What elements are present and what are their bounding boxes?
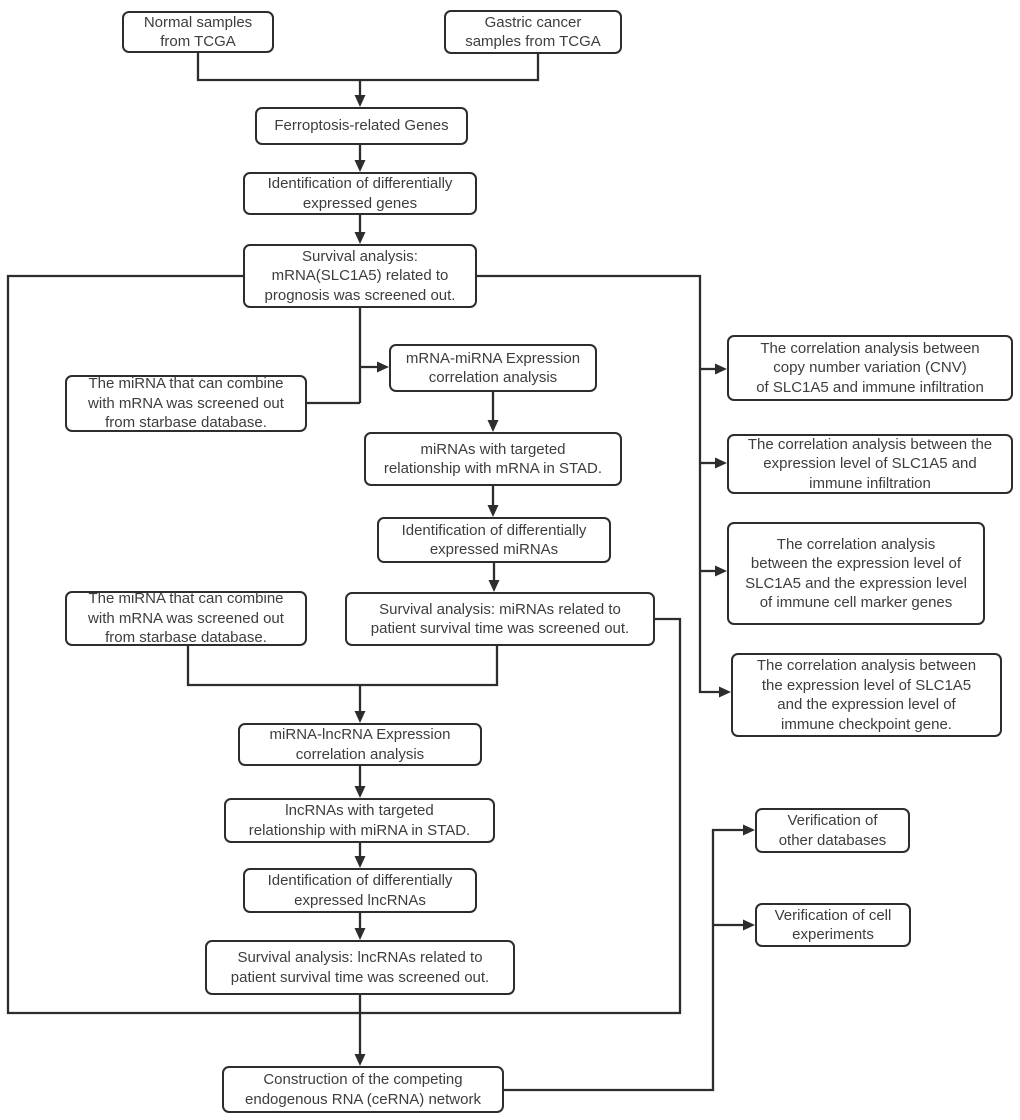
- arrowhead-survivalmrna: [354, 232, 366, 244]
- node-mirnas-stad: miRNAs with targeted relationship with m…: [364, 432, 622, 486]
- arrowhead-to-ferroptosis: [354, 95, 366, 107]
- node-lncrnas-stad: lncRNAs with targeted relationship with …: [224, 798, 495, 843]
- arrowhead-mirnasstad: [487, 420, 499, 432]
- arrowhead-lncrnasstad: [354, 786, 366, 798]
- node-survival-mirna: Survival analysis: miRNAs related to pat…: [345, 592, 655, 646]
- node-ident-genes: Identification of differentially express…: [243, 172, 477, 215]
- connector-verification-trunk: [504, 828, 743, 1092]
- node-corr-cnv: The correlation analysis between copy nu…: [727, 335, 1013, 401]
- node-verif-cell: Verification of cell experiments: [755, 903, 911, 947]
- node-ident-lncrnas: Identification of differentially express…: [243, 868, 477, 913]
- connector-feedback-loop: [6, 274, 682, 1015]
- arrowhead-identlncrnas: [354, 856, 366, 868]
- arrowhead-corr-checkpoint: [719, 686, 731, 698]
- arrowhead-corr-expr: [715, 457, 727, 469]
- node-mirna-lncrna: miRNA-lncRNA Expression correlation anal…: [238, 723, 482, 766]
- arrowhead-cerna: [354, 1054, 366, 1066]
- arrowhead-identgenes: [354, 160, 366, 172]
- arrowhead-mrnamirna: [377, 361, 389, 373]
- node-verif-db: Verification of other databases: [755, 808, 910, 853]
- arrowhead-verif-cell: [743, 919, 755, 931]
- arrowhead-survivalmirna: [488, 580, 500, 592]
- node-normal-samples: Normal samples from TCGA: [122, 11, 274, 53]
- arrowhead-corr-marker: [715, 565, 727, 577]
- connector-right-trunk: [477, 274, 721, 694]
- node-corr-checkpoint: The correlation analysis between the exp…: [731, 653, 1002, 737]
- node-starbase-1: The miRNA that can combine with mRNA was…: [65, 375, 307, 432]
- node-cerna: Construction of the competing endogenous…: [222, 1066, 504, 1113]
- arrowhead-verif-db: [743, 824, 755, 836]
- arrowhead-identmirnas: [487, 505, 499, 517]
- connector-merge-lower: [186, 646, 499, 687]
- arrowhead-corr-cnv: [715, 363, 727, 375]
- arrowhead-mirnalncrna: [354, 711, 366, 723]
- connector-samples-merge: [196, 53, 540, 82]
- arrowhead-survivallncrna: [354, 928, 366, 940]
- node-ferroptosis-genes: Ferroptosis-related Genes: [255, 107, 468, 145]
- node-mrna-mirna: mRNA-miRNA Expression correlation analys…: [389, 344, 597, 392]
- node-corr-expr: The correlation analysis between the exp…: [727, 434, 1013, 494]
- node-gastric-samples: Gastric cancer samples from TCGA: [444, 10, 622, 54]
- node-survival-lncrna: Survival analysis: lncRNAs related to pa…: [205, 940, 515, 995]
- node-ident-mirnas: Identification of differentially express…: [377, 517, 611, 563]
- node-corr-marker: The correlation analysis between the exp…: [727, 522, 985, 625]
- node-starbase-2: The miRNA that can combine with mRNA was…: [65, 590, 307, 646]
- node-survival-mrna: Survival analysis: mRNA(SLC1A5) related …: [243, 244, 477, 308]
